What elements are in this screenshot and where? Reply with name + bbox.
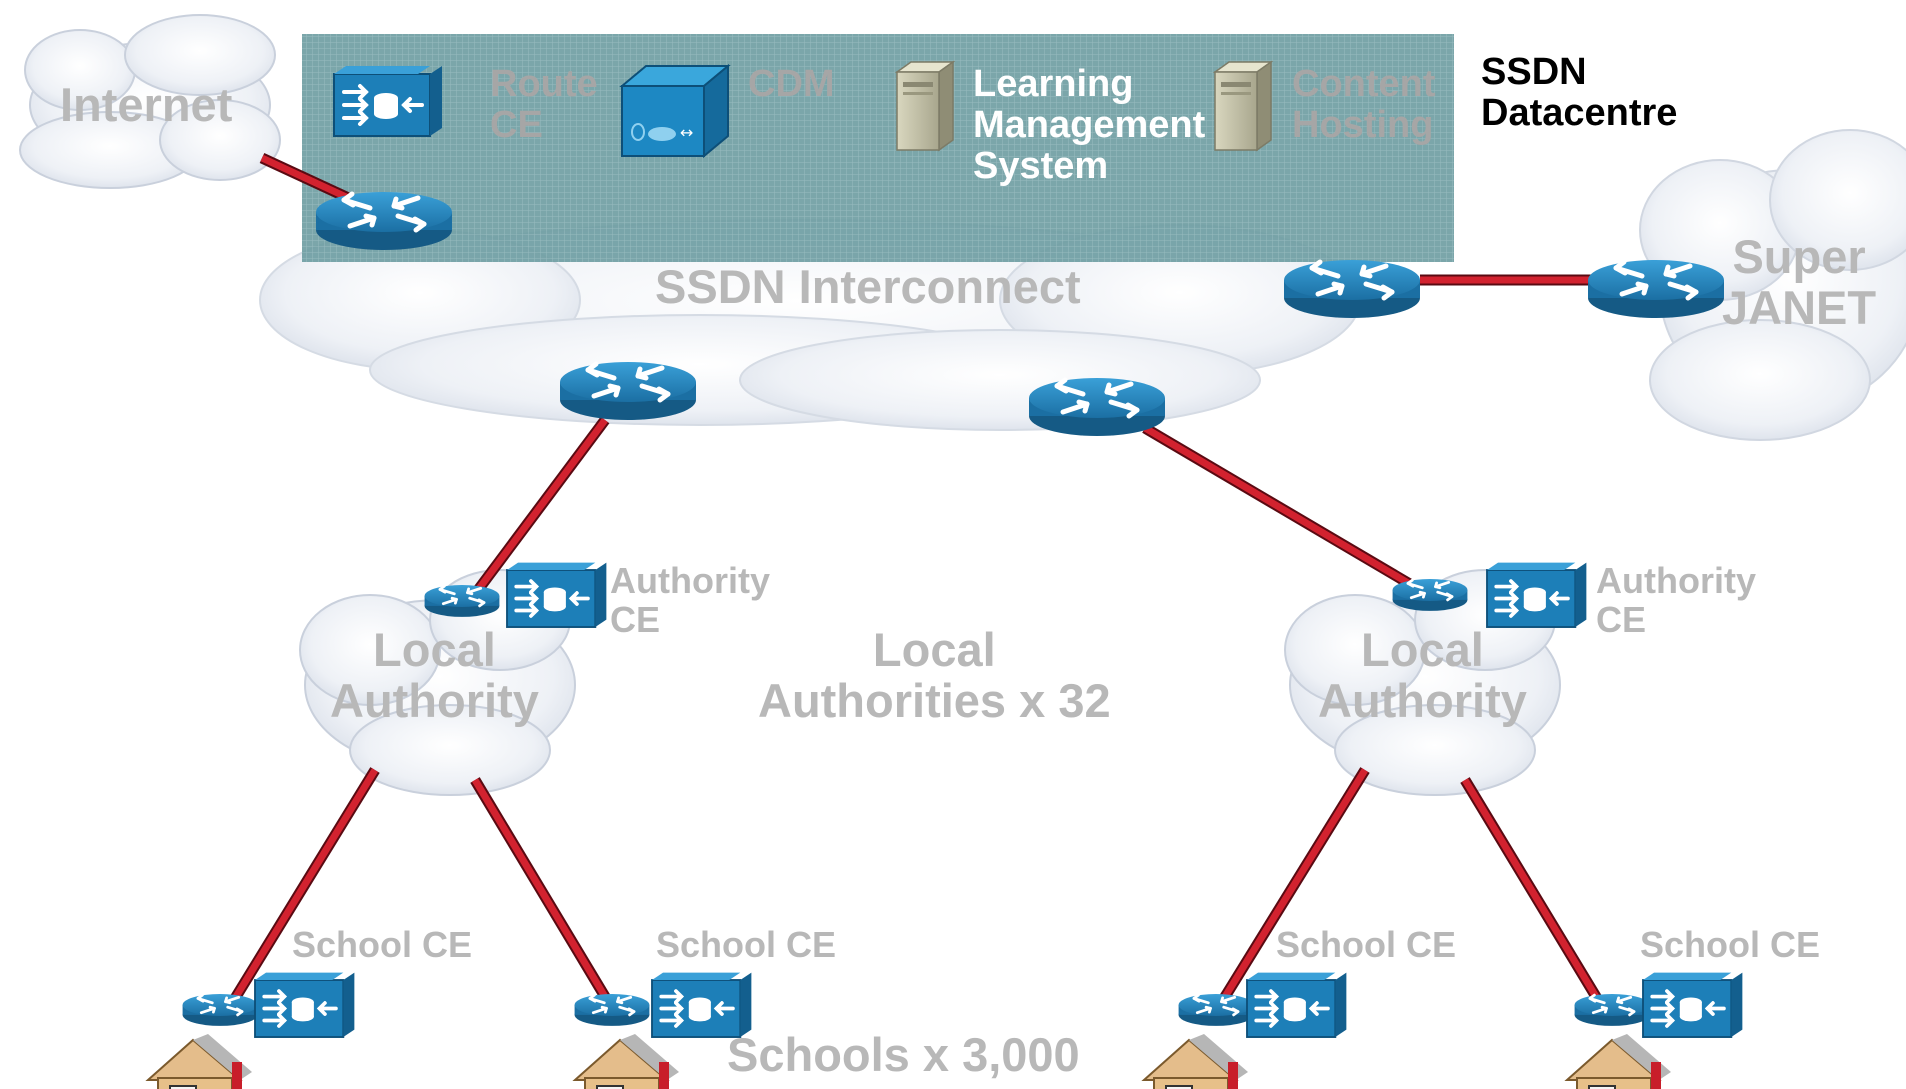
school-building-icon xyxy=(1143,1033,1249,1089)
server-icon xyxy=(896,61,954,151)
cdm-icon: ↔ xyxy=(619,63,731,159)
authority-ce-left-line2: CE xyxy=(610,598,661,640)
authority-ce-right-line1: Authority xyxy=(1596,560,1756,601)
route-ce-line1: Route xyxy=(490,63,598,105)
ssdn-interconnect-label: SSDN Interconnect xyxy=(655,260,1081,313)
content-engine-icon xyxy=(1245,970,1349,1039)
superjanet-line1: Super xyxy=(1732,230,1866,283)
authority-ce-right-line2: CE xyxy=(1596,598,1647,640)
lms-line1: Learning xyxy=(973,63,1134,105)
internet-cloud xyxy=(19,14,281,189)
content-hosting-line2: Hosting xyxy=(1292,104,1434,147)
local-authority-cloud-left xyxy=(299,569,576,796)
lms-line2: Management xyxy=(973,104,1206,147)
local-authorities-count-label: Local Authorities x 32 xyxy=(758,623,1111,727)
schools-count-label: Schools x 3,000 xyxy=(727,1028,1080,1081)
route-ce-label: Route CE xyxy=(490,63,598,147)
cdm-label: CDM xyxy=(748,63,835,105)
router-icon xyxy=(423,583,501,619)
lms-label: Learning Management System xyxy=(973,63,1206,188)
datacentre-title-line1: SSDN xyxy=(1481,51,1587,93)
school-ce-label: School CE xyxy=(1640,924,1821,965)
datacentre-band xyxy=(302,34,1454,262)
superjanet-line2: JANET xyxy=(1722,280,1877,334)
authority-ce-label-right: Authority CE xyxy=(1596,560,1756,640)
authority-ce-left-line1: Authority xyxy=(610,560,770,601)
ssdn-interconnect-cloud xyxy=(259,219,1361,431)
datacentre-title: SSDN Datacentre xyxy=(1481,51,1678,135)
school-ce-label: School CE xyxy=(656,924,837,965)
router-icon xyxy=(1029,378,1165,436)
content-hosting-line1: Content xyxy=(1292,63,1436,105)
school-ce-label: School CE xyxy=(1276,924,1457,965)
datacentre-title-line2: Datacentre xyxy=(1481,92,1678,135)
school-building-icon xyxy=(574,1033,680,1089)
router-icon xyxy=(1573,992,1651,1028)
content-engine-icon xyxy=(1641,970,1745,1039)
route-ce-line2: CE xyxy=(490,104,543,147)
router-icon xyxy=(1177,992,1255,1028)
superjanet-cloud xyxy=(1639,129,1906,441)
local-authority-left-line1: Local xyxy=(373,623,496,676)
local-authority-label-left: Local Authority xyxy=(330,623,539,727)
school-ce-label: School CE xyxy=(292,924,473,965)
router-icon xyxy=(560,362,696,420)
svg-text:↔: ↔ xyxy=(680,123,693,142)
internet-label: Internet xyxy=(60,78,233,131)
local-authorities-line2: Authorities x 32 xyxy=(758,673,1111,727)
school-building-icon xyxy=(147,1033,253,1089)
router-icon xyxy=(1284,260,1420,318)
authority-ce-label-left: Authority CE xyxy=(610,560,770,640)
network-links xyxy=(229,153,1603,1003)
router-icon xyxy=(1588,260,1724,318)
content-engine-icon xyxy=(505,560,609,629)
router-icon xyxy=(181,992,259,1028)
school-building-icon xyxy=(1566,1033,1672,1089)
router-icon xyxy=(316,192,452,250)
content-hosting-label: Content Hosting xyxy=(1292,63,1436,147)
local-authorities-line1: Local xyxy=(872,623,996,676)
router-icon xyxy=(573,992,651,1028)
local-authority-right-line1: Local xyxy=(1361,623,1484,676)
local-authority-left-line2: Authority xyxy=(330,673,539,727)
local-authority-right-line2: Authority xyxy=(1318,673,1527,727)
superjanet-label: Super JANET xyxy=(1722,230,1877,334)
local-authority-label-right: Local Authority xyxy=(1318,623,1527,727)
router-icon xyxy=(1391,577,1469,613)
content-engine-icon xyxy=(1485,560,1589,629)
lms-line3: System xyxy=(973,145,1109,188)
content-engine-icon xyxy=(253,970,357,1039)
content-engine-icon xyxy=(332,64,444,138)
server-icon xyxy=(1214,61,1272,151)
